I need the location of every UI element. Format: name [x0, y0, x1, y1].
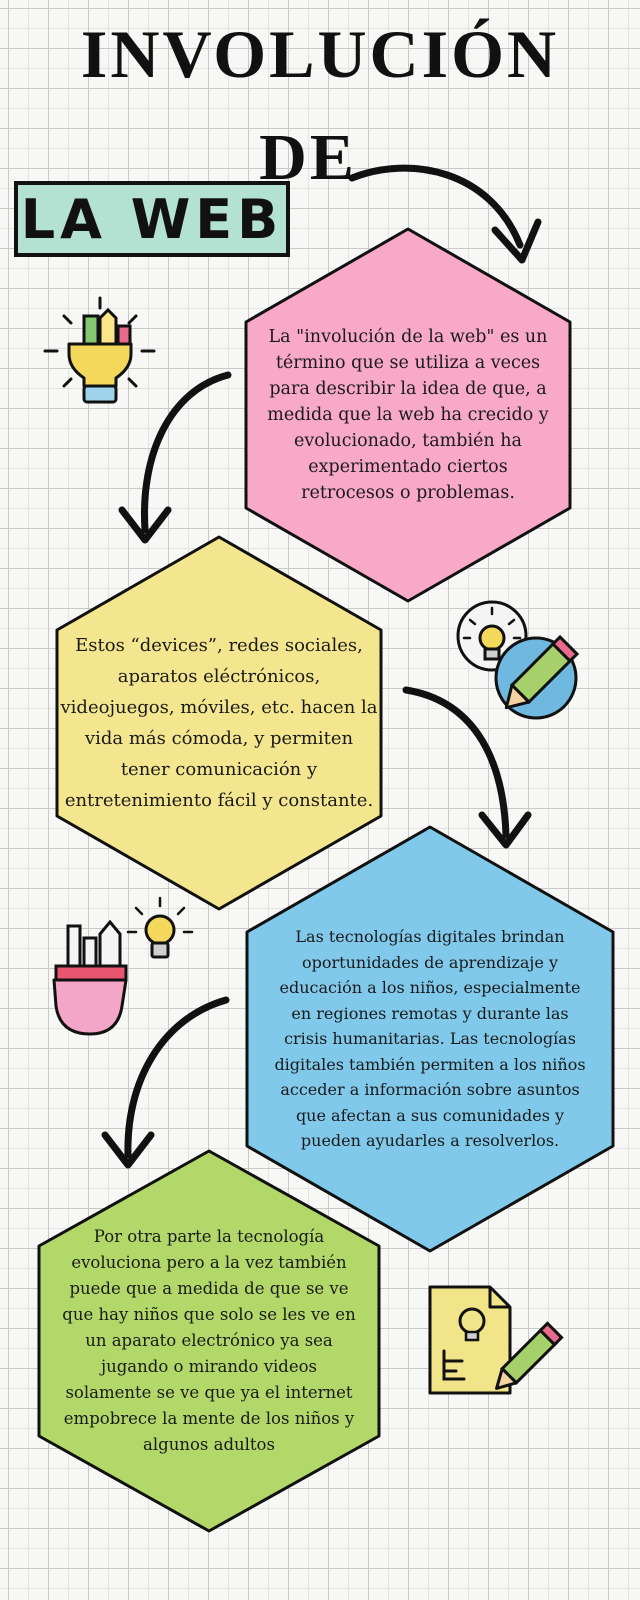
curved-arrow-1 [348, 164, 542, 264]
hexagon-shape [245, 825, 615, 1253]
hexagon-shape [37, 1149, 381, 1533]
curved-arrow-2 [118, 371, 232, 544]
info-card-1: La "involución de la web" es un término … [243, 226, 573, 604]
info-card-4-text: Por otra parte la tecnología evoluciona … [62, 1227, 356, 1454]
info-card-3: Las tecnologías digitales brindan oportu… [244, 824, 616, 1254]
curved-arrow-3 [402, 686, 532, 849]
subtitle-banner: LA WEB [14, 181, 290, 257]
subtitle-text: LA WEB [20, 187, 284, 251]
hexagon-shape [244, 227, 572, 603]
info-card-1-text: La "involución de la web" es un término … [267, 327, 549, 503]
info-card-2-text: Estos “devices”, redes sociales, aparato… [60, 635, 378, 811]
pencil-cup-lightbulb-icon [52, 896, 194, 1036]
lightbulb-pencils-icon [43, 296, 156, 404]
info-card-3-text: Las tecnologías digitales brindan oportu… [274, 927, 586, 1151]
title-line-1: INVOLUCIÓN [80, 16, 560, 92]
info-card-4: Por otra parte la tecnología evoluciona … [36, 1148, 382, 1534]
info-card-2: Estos “devices”, redes sociales, aparato… [54, 534, 384, 912]
hexagon-shape [55, 535, 383, 911]
document-pencil-icon [428, 1285, 564, 1395]
curved-arrow-4 [101, 996, 230, 1169]
lightbulb-pencil-icon [456, 600, 580, 720]
